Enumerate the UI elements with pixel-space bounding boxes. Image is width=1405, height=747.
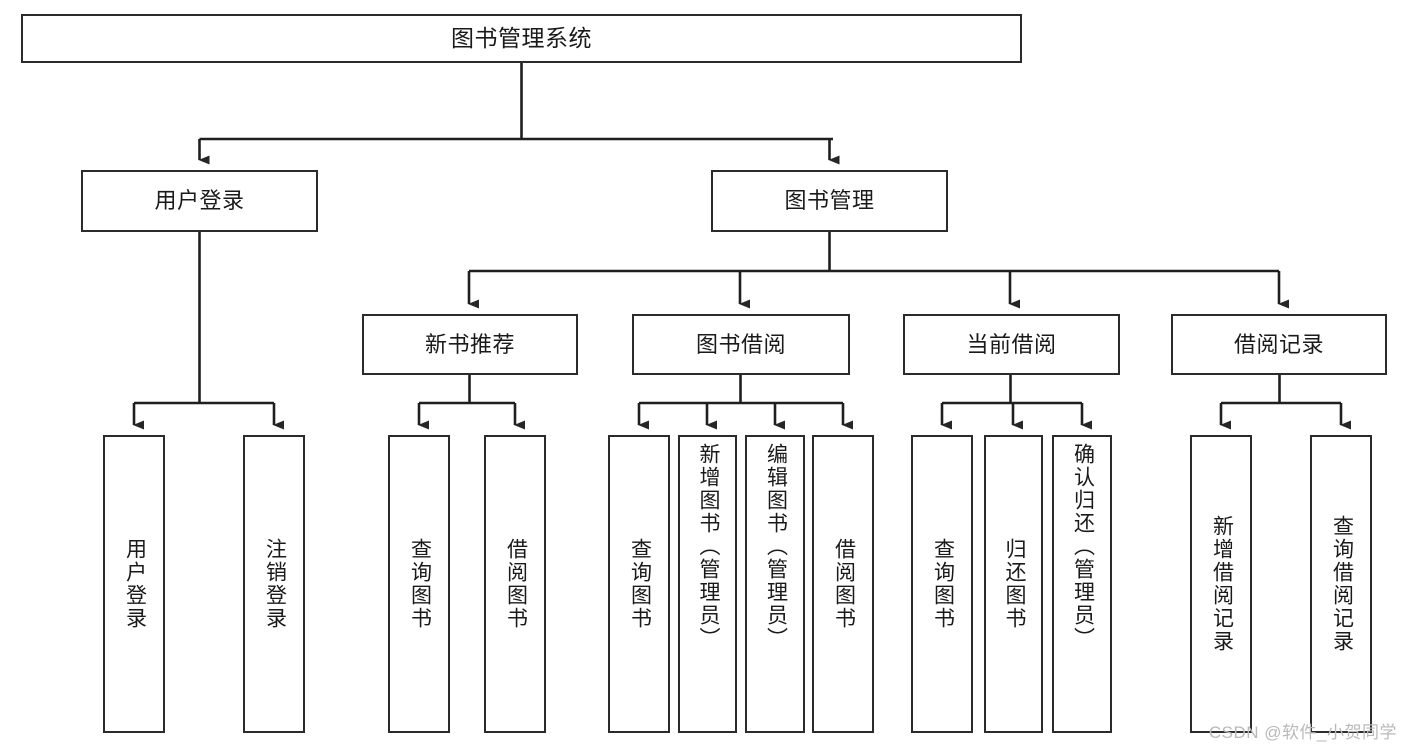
node-new-book-recommend[interactable]: 新书推荐 [362, 314, 578, 375]
leaf-add-book-admin[interactable]: 新增图书（管理员） [678, 435, 737, 733]
leaf-query-book-recommend[interactable]: 查询图书 [388, 435, 450, 733]
node-borrow-records-label: 借阅记录 [1233, 331, 1324, 357]
node-book-management[interactable]: 图书管理 [711, 170, 948, 232]
leaf-edit-book-admin[interactable]: 编辑图书（管理员） [745, 435, 805, 733]
leaf-edit-book-admin-label: 编辑图书（管理员） [764, 443, 788, 650]
leaf-confirm-return-admin[interactable]: 确认归还（管理员） [1052, 435, 1112, 733]
node-book-borrow-label: 图书借阅 [695, 331, 786, 357]
leaf-user-logout[interactable]: 注销登录 [243, 435, 305, 733]
leaf-query-book-borrow[interactable]: 查询图书 [608, 435, 670, 733]
leaf-return-book-label: 归还图书 [1002, 538, 1026, 630]
node-current-borrow[interactable]: 当前借阅 [903, 314, 1120, 375]
node-user-login-label: 用户登录 [154, 188, 245, 214]
leaf-return-book[interactable]: 归还图书 [984, 435, 1043, 733]
node-book-management-label: 图书管理 [784, 188, 875, 214]
watermark-text: CSDN @软件_小贺同学 [1208, 723, 1397, 742]
leaf-add-book-admin-label: 新增图书（管理员） [696, 443, 720, 650]
leaf-user-login[interactable]: 用户登录 [103, 435, 165, 733]
node-current-borrow-label: 当前借阅 [966, 331, 1057, 357]
leaf-query-borrow-record[interactable]: 查询借阅记录 [1310, 435, 1372, 733]
leaf-add-borrow-record-label: 新增借阅记录 [1210, 515, 1234, 653]
leaf-borrow-book[interactable]: 借阅图书 [812, 435, 874, 733]
node-borrow-records[interactable]: 借阅记录 [1171, 314, 1387, 375]
leaf-borrow-book-label: 借阅图书 [832, 538, 856, 630]
node-new-book-recommend-label: 新书推荐 [424, 331, 515, 357]
leaf-query-book-borrow-label: 查询图书 [628, 538, 652, 630]
leaf-borrow-book-recommend[interactable]: 借阅图书 [484, 435, 546, 733]
leaf-user-login-label: 用户登录 [123, 538, 147, 630]
leaf-query-borrow-record-label: 查询借阅记录 [1330, 515, 1354, 653]
leaf-borrow-book-recommend-label: 借阅图书 [504, 538, 528, 630]
leaf-user-logout-label: 注销登录 [263, 538, 287, 630]
leaf-query-book-current[interactable]: 查询图书 [911, 435, 973, 733]
node-user-login[interactable]: 用户登录 [81, 170, 318, 232]
leaf-query-book-current-label: 查询图书 [931, 538, 955, 630]
leaf-confirm-return-admin-label: 确认归还（管理员） [1071, 443, 1095, 650]
node-root-label: 图书管理系统 [451, 24, 592, 51]
node-book-borrow[interactable]: 图书借阅 [632, 314, 850, 375]
node-root[interactable]: 图书管理系统 [21, 14, 1022, 63]
leaf-add-borrow-record[interactable]: 新增借阅记录 [1190, 435, 1252, 733]
leaf-query-book-recommend-label: 查询图书 [408, 538, 432, 630]
